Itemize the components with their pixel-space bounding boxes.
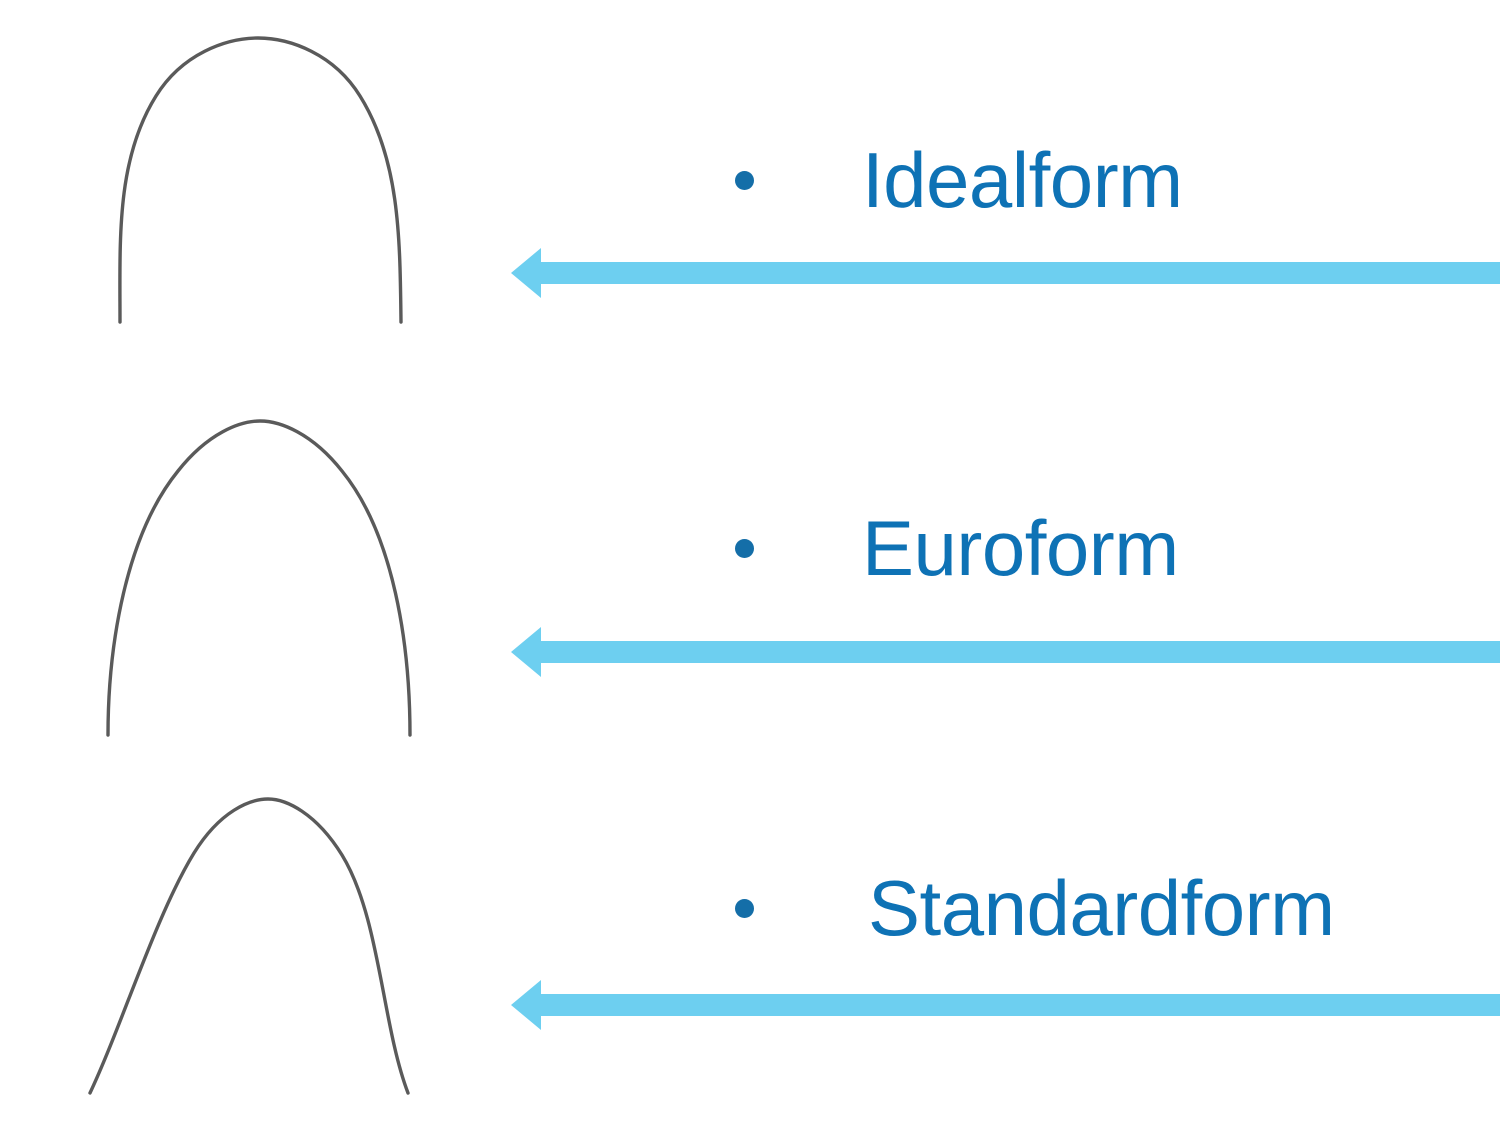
label-idealform: Idealform: [862, 136, 1183, 224]
arrow-left-euroform: [505, 622, 1500, 682]
bullet-icon: [735, 899, 754, 919]
list-item-standardform: Standardform: [735, 864, 1335, 952]
list-item-euroform: Euroform: [735, 504, 1179, 592]
list-item-idealform: Idealform: [735, 136, 1183, 224]
label-standardform: Standardform: [868, 864, 1335, 952]
idealform-archwire: [60, 10, 460, 350]
arrow-left-standardform: [505, 975, 1500, 1035]
arrow-left-idealform: [505, 243, 1500, 303]
standardform-archwire: [60, 775, 460, 1105]
euroform-archwire: [60, 395, 460, 745]
label-euroform: Euroform: [862, 504, 1179, 592]
bullet-icon: [735, 539, 754, 559]
bullet-icon: [735, 171, 754, 191]
